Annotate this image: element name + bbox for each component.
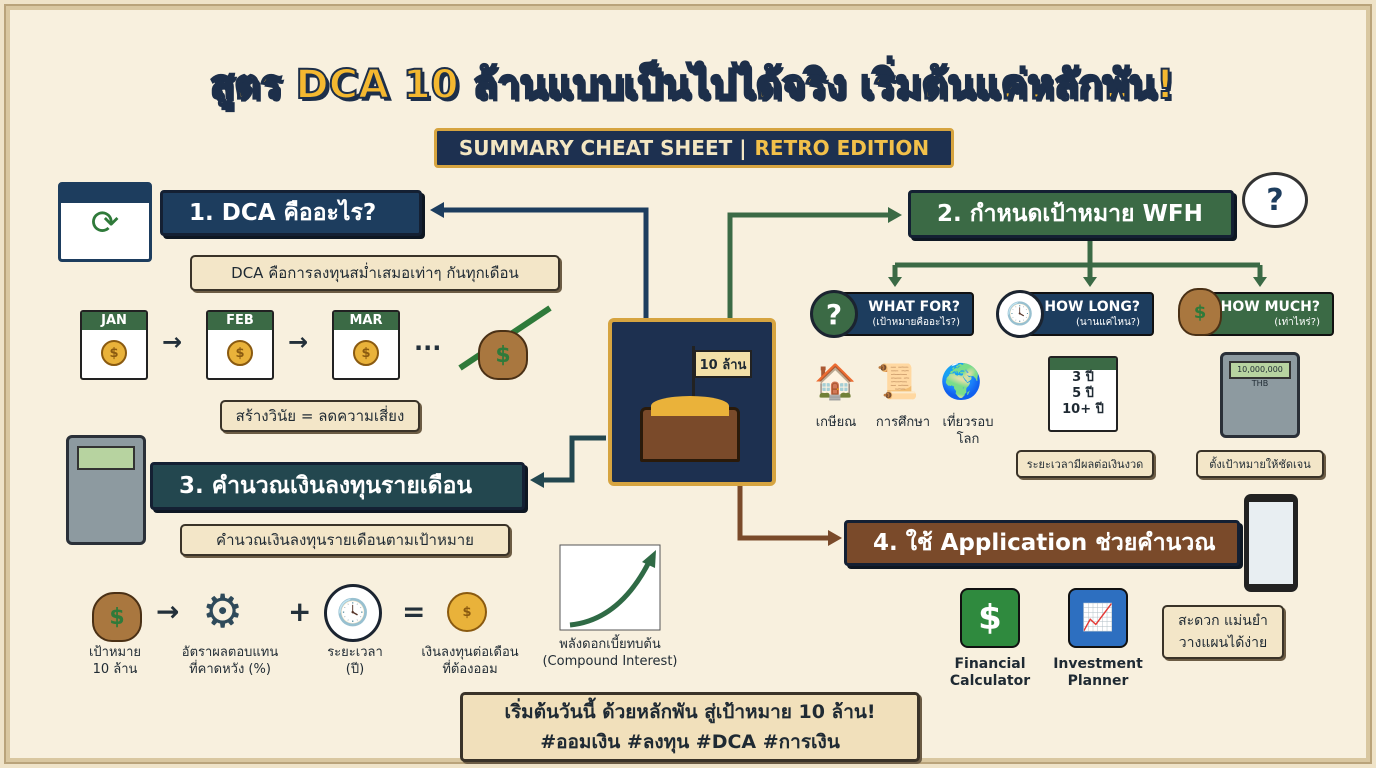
treasure-chest-icon [640,396,740,462]
phone-icon [1244,494,1298,592]
infographic: สูตร DCA 10 ล้านแบบเป็นไปได้จริง เริ่มต้… [4,4,1372,764]
section1-note: สร้างวินัย = ลดความเสี่ยง [220,400,420,432]
month-feb: FEB$ [206,310,274,380]
certificate-icon: 📜 [876,362,919,402]
ribbon-right: RETRO EDITION [754,136,930,160]
calendar-refresh-icon: ⟳ [58,182,152,262]
formula-goal: เป้าหมาย 10 ล้าน [88,645,142,677]
section1-header: 1. DCA คืออะไร? [160,190,422,236]
arrow-to-section4 [737,486,830,541]
month-mar: MAR$ [332,310,400,380]
section2-header: 2. กำหนดเป้าหมาย WFH [908,190,1234,238]
calculator-icon [66,435,146,545]
clock-icon: 🕓 [324,584,382,642]
how-much-note: ตั้งเป้าหมายให้ชัดเจน [1196,450,1324,478]
compound-chart [559,544,661,631]
ellipsis: ... [414,328,442,356]
arrow-to-section3 [540,435,606,483]
section3-desc: คำนวณเงินลงทุนรายเดือนตามเป้าหมาย [180,524,510,556]
month-jan: JAN$ [80,310,148,380]
house-icon: 🏠 [814,362,857,402]
compound-caption: พลังดอกเบี้ยทบต้น (Compound Interest) [542,637,678,669]
calculator-icon: 10,000,000 THB [1220,352,1300,438]
subtitle-ribbon: SUMMARY CHEAT SHEET | RETRO EDITION [434,128,954,168]
money-bag-icon: $ [1178,288,1222,336]
years-calendar: 3 ปี5 ปี10+ ปี [1048,356,1118,432]
ribbon-left: SUMMARY CHEAT SHEET | [458,136,747,160]
financial-calculator-app[interactable]: $ [960,588,1020,648]
treasure-chest-panel: 10 ล้าน [608,318,776,486]
money-bag-icon: $ [478,330,528,380]
investment-planner-app[interactable]: 📈 [1068,588,1128,648]
footer-banner: เริ่มต้นวันนี้ ด้วยหลักพัน สู่เป้าหมาย 1… [460,692,920,762]
formula-period: ระยะเวลา (ปี) [327,645,383,677]
formula-monthly: เงินลงทุนต่อเดือน ที่ต้องออม [421,645,519,677]
goal-money-bag-icon: $ [92,592,142,642]
arrow-to-section1 [442,207,649,318]
page-title: สูตร DCA 10 ล้านแบบเป็นไปได้จริง เริ่มต้… [209,61,1176,109]
section1-desc: DCA คือการลงทุนสม่ำเสมอเท่าๆ กันทุกเดือน [190,255,560,291]
benefit-bubble: สะดวก แม่นยำ วางแผนได้ง่าย [1162,605,1284,659]
section4-header: 4. ใช้ Application ช่วยคำนวณ [844,520,1240,566]
arrow-to-section2 [727,212,890,318]
question-icon: ? [810,290,858,338]
gears-icon: ⚙ [202,584,244,638]
goal-flag: 10 ล้าน [694,350,752,378]
section3-header: 3. คำนวณเงินลงทุนรายเดือน [150,462,525,510]
clock-icon: 🕓 [996,290,1044,338]
formula-rate: อัตราผลตอบแทน ที่คาดหวัง (%) [181,645,279,677]
magnifier-question-icon: ? [1242,172,1308,228]
globe-icon: 🌍 [940,362,983,402]
coins-icon: $ [442,586,492,640]
how-much-box: HOW MUCH?(เท่าไหร่?) [1200,292,1334,336]
what-for-box: WHAT FOR?(เป้าหมายคืออะไร?) [840,292,974,336]
how-long-note: ระยะเวลามีผลต่อเงินงวด [1016,450,1154,478]
connector-arrows [430,202,1267,631]
